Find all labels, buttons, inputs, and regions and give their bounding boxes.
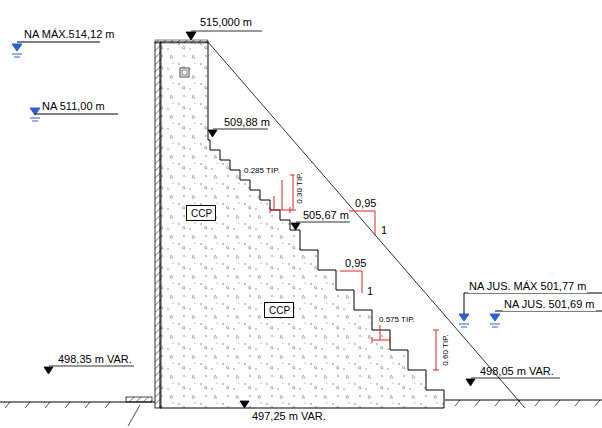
elevation-label: 498,05 m VAR. [480, 365, 554, 378]
elevation-label: 0.285 TIP. [243, 166, 281, 176]
elevation-label: 515,000 m [200, 16, 252, 29]
elevation-label: 1 [366, 285, 374, 298]
material-label: CCP [269, 305, 289, 317]
elevation-label: 497,25 m VAR. [252, 410, 326, 423]
material-box: CCP [186, 205, 216, 221]
elevation-label: 0,95 [344, 257, 367, 270]
elevation-label: 509,88 m [224, 116, 270, 129]
material-label: CCP [191, 208, 211, 220]
material-box: CCP [264, 302, 294, 318]
elevation-label: NA 511,00 m [42, 100, 105, 113]
elevation-label: 498,35 m VAR. [58, 353, 132, 366]
elevation-label: NA JUS. 501,69 m [503, 298, 596, 311]
elevation-label: NA MÁX.514,12 m [24, 28, 115, 41]
elevation-label: 0,95 [354, 197, 377, 210]
dimension-label: 0.60 TIP. [441, 333, 451, 366]
elevation-label: NA JUS. MÁX 501,77 m [468, 280, 587, 293]
elevation-label: 505,67 m [303, 209, 349, 222]
dimension-label: 0.30 TIP. [295, 171, 305, 204]
elevation-label: 0.575 TIP. [378, 315, 416, 325]
elevation-label: 1 [380, 224, 388, 237]
